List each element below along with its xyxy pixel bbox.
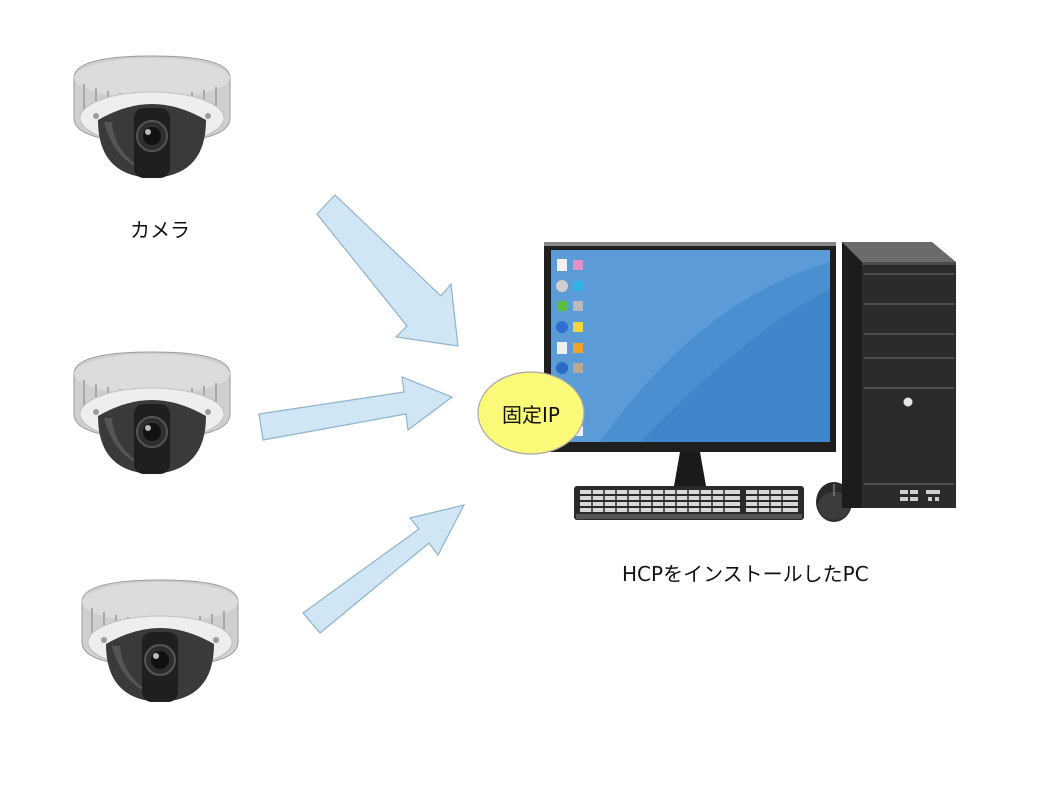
dome-camera-icon [73,55,231,179]
arrow-icon [316,194,459,347]
dome-camera-icon [73,351,231,475]
camera-label: カメラ [130,218,190,242]
fixed-ip-badge [477,371,585,455]
arrow-icon [258,376,454,441]
pc-tower-icon [842,242,956,508]
keyboard-icon [574,486,804,520]
fixed-ip-label: 固定IP [502,402,560,427]
pc-label: HCPをインストールしたPC [622,562,869,586]
desktop-monitor-icon [544,242,836,486]
arrow-icon [302,504,466,634]
dome-camera-icon [81,579,239,703]
